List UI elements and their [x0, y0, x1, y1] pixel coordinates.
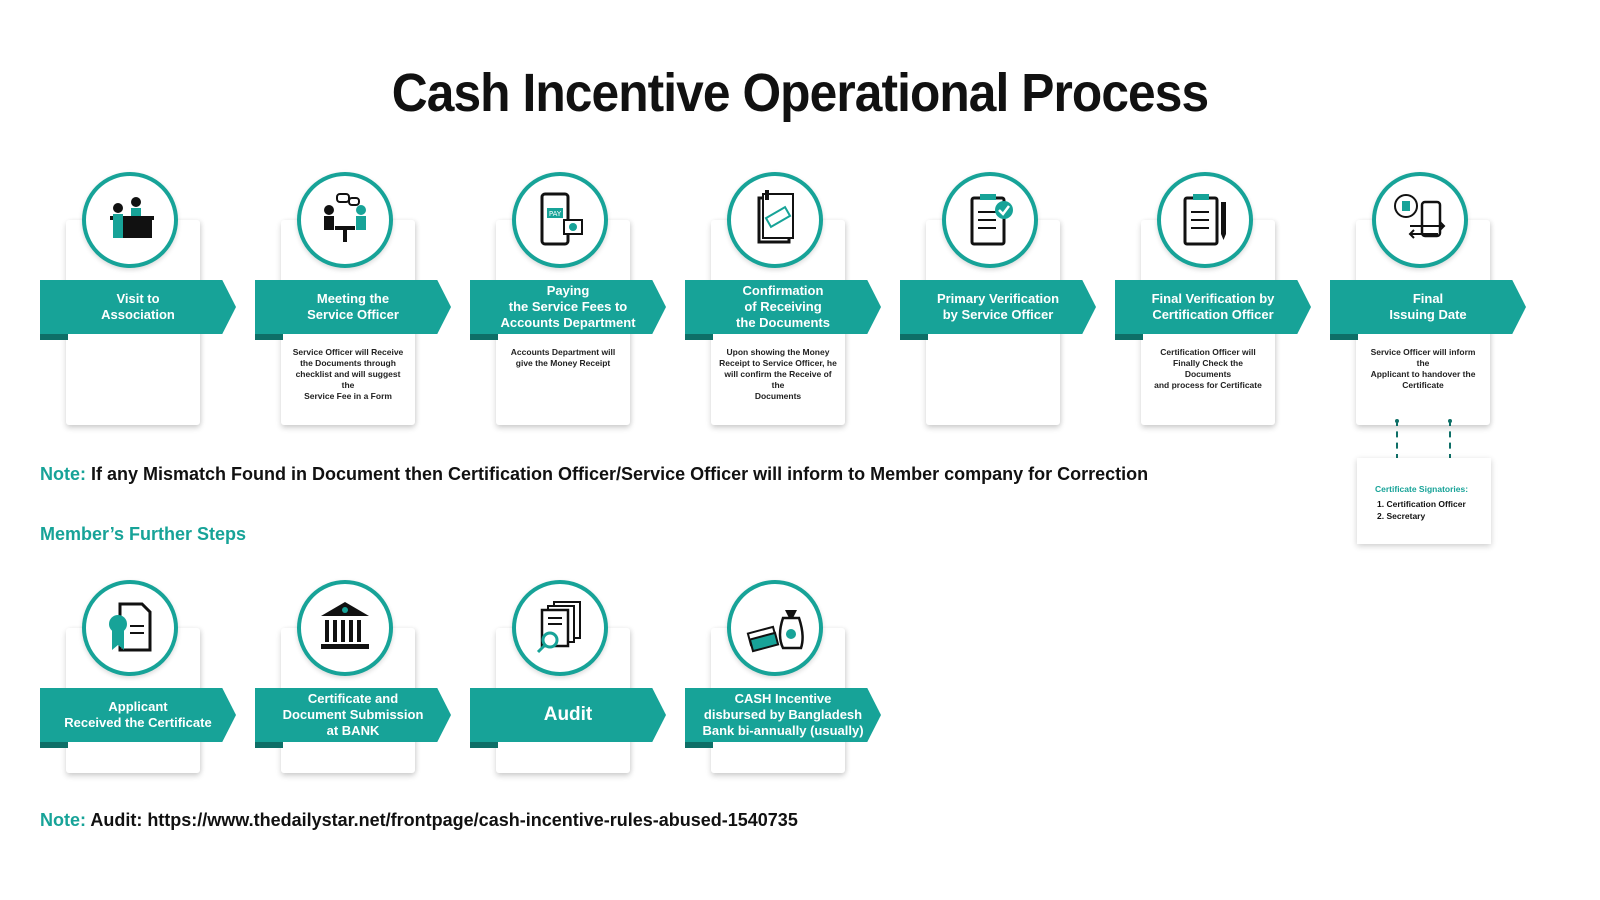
step-label: Meeting the Service Officer	[307, 291, 399, 322]
step-icon-circle: PAY	[512, 172, 608, 268]
certificate-icon	[109, 602, 152, 652]
step-label: Final Issuing Date	[1389, 291, 1467, 322]
process-step-7: Final Issuing Date Service Officer will …	[1330, 172, 1530, 432]
step-banner: CASH Incentive disbursed by Bangladesh B…	[685, 688, 881, 742]
step-label: Confirmation of Receiving the Documents	[736, 283, 830, 330]
mismatch-note: Note: If any Mismatch Found in Document …	[40, 464, 1148, 485]
step-label: CASH Incentive disbursed by Bangladesh B…	[702, 691, 864, 738]
further-step-4: CASH Incentive disbursed by Bangladesh B…	[685, 580, 885, 780]
clipboard-pen-icon	[1183, 194, 1226, 246]
step-label: Final Verification by Certification Offi…	[1151, 291, 1275, 322]
process-step-2: Meeting the Service Officer Service Offi…	[255, 172, 455, 432]
step-icon-circle	[942, 172, 1038, 268]
note-text: Audit: https://www.thedailystar.net/fron…	[86, 810, 798, 830]
step-description: Service Officer will Receive the Documen…	[292, 347, 404, 401]
further-step-2: Certificate and Document Submission at B…	[255, 580, 455, 780]
step-banner: Confirmation of Receiving the Documents	[685, 280, 881, 334]
step-icon-circle	[727, 172, 823, 268]
received-stamp-icon	[757, 190, 794, 244]
clipboard-check-icon	[970, 194, 1013, 246]
step-label: Primary Verification by Service Officer	[936, 291, 1060, 322]
step-icon-circle	[297, 172, 393, 268]
step-icon-circle	[82, 172, 178, 268]
further-step-1: Applicant Received the Certificate	[40, 580, 240, 780]
connector-line	[1396, 420, 1398, 460]
step-icon-circle	[1157, 172, 1253, 268]
step-icon-circle	[1372, 172, 1468, 268]
step-description: Accounts Department will give the Money …	[510, 347, 616, 368]
step-label: Certificate and Document Submission at B…	[282, 691, 424, 738]
reception-desk-icon	[110, 197, 154, 238]
note-label: Note:	[40, 464, 86, 484]
step-label: Visit to Association	[101, 291, 175, 322]
step-banner: Audit	[470, 688, 666, 742]
step-icon-circle	[82, 580, 178, 676]
bank-icon	[321, 602, 369, 649]
step-label: Paying the Service Fees to Accounts Depa…	[500, 283, 636, 330]
certificate-signatories-box: Certificate Signatories: 1. Certificatio…	[1357, 458, 1491, 544]
phone-exchange-icon	[1394, 194, 1446, 239]
process-step-1: Visit to Association	[40, 172, 240, 432]
step-banner: Applicant Received the Certificate	[40, 688, 236, 742]
connector-line	[1449, 420, 1451, 460]
further-steps-heading: Member’s Further Steps	[40, 524, 247, 544]
signatories-title: Certificate Signatories:	[1375, 484, 1469, 494]
money-bag-icon	[746, 610, 804, 653]
step-banner: Paying the Service Fees to Accounts Depa…	[470, 280, 666, 334]
process-step-4: Confirmation of Receiving the Documents …	[685, 172, 885, 432]
svg-text:PAY: PAY	[549, 210, 562, 218]
audit-note: Note: Audit: https://www.thedailystar.ne…	[40, 810, 798, 831]
step-description: Certification Officer will Finally Check…	[1154, 347, 1262, 390]
process-step-3: PAY Paying the Service Fees to Accounts …	[470, 172, 670, 432]
signatories-list: 1. Certification Officer 2. Secretary	[1377, 498, 1466, 522]
step-banner: Primary Verification by Service Officer	[900, 280, 1096, 334]
process-step-5: Primary Verification by Service Officer	[900, 172, 1100, 432]
audit-documents-icon	[536, 601, 581, 654]
step-icon-circle	[297, 580, 393, 676]
step-banner: Visit to Association	[40, 280, 236, 334]
signatory-item: 2. Secretary	[1377, 511, 1426, 521]
step-description: Service Officer will inform the Applican…	[1370, 347, 1476, 390]
step-banner: Certificate and Document Submission at B…	[255, 688, 451, 742]
connector-dot	[1395, 419, 1399, 423]
step-label: Audit	[543, 704, 593, 725]
mobile-pay-icon: PAY	[540, 192, 583, 246]
step-banner: Final Issuing Date	[1330, 280, 1526, 334]
step-label: Applicant Received the Certificate	[64, 699, 212, 730]
step-icon-circle	[512, 580, 608, 676]
further-step-3: Audit	[470, 580, 670, 780]
note-text: If any Mismatch Found in Document then C…	[86, 464, 1149, 484]
step-banner: Meeting the Service Officer	[255, 280, 451, 334]
signatory-item: 1. Certification Officer	[1377, 499, 1466, 509]
process-step-6: Final Verification by Certification Offi…	[1115, 172, 1315, 432]
step-banner: Final Verification by Certification Offi…	[1115, 280, 1311, 334]
connector-dot	[1448, 419, 1452, 423]
meeting-icon	[324, 193, 366, 242]
page-title: Cash Incentive Operational Process	[391, 63, 1209, 123]
step-description: Upon showing the Money Receipt to Servic…	[719, 347, 837, 401]
step-icon-circle	[727, 580, 823, 676]
note-label: Note:	[40, 810, 86, 830]
